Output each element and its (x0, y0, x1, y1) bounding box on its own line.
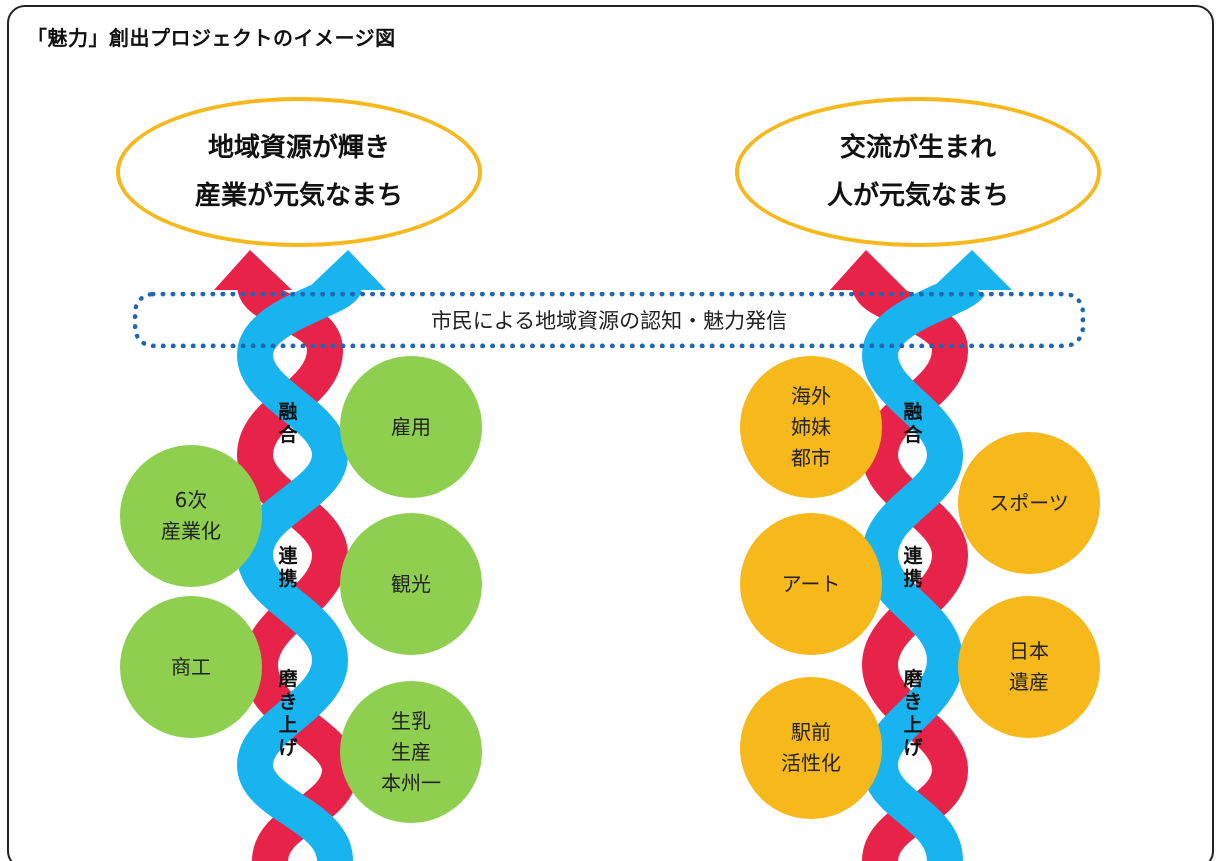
left-ribbons (214, 250, 386, 861)
stage-char: 合 (278, 424, 298, 446)
circle-label: 姉妹 (791, 414, 831, 439)
right-goal-ellipse: 交流が生まれ 人が元気なまち (735, 97, 1101, 247)
circle-label: アート (781, 571, 841, 596)
stage-char: 磨 (278, 668, 298, 690)
banner-text: 市民による地域資源の認知・魅力発信 (430, 309, 788, 333)
stage-char: 携 (903, 568, 923, 590)
circle-label: 6次 (174, 488, 208, 512)
right-stage-refinement: 磨 き 上 げ (901, 668, 925, 760)
stage-char: 磨 (903, 668, 923, 690)
diagram-title: 「魅力」創出プロジェクトのイメージ図 (27, 26, 396, 50)
left-goal-line1: 地域資源が輝き (207, 133, 390, 163)
circle-label: 生乳 (391, 708, 431, 733)
left-goal-line2: 産業が元気なまち (194, 181, 403, 211)
right-circle-japan-heritage: 日本 遺産 (958, 596, 1100, 738)
right-blue-ribbon (861, 272, 985, 861)
stage-char: 連 (903, 545, 923, 567)
circle-label: 商工 (171, 654, 211, 679)
stage-char: げ (278, 737, 298, 759)
circle-label: 活性化 (781, 751, 841, 775)
stage-char: 融 (278, 401, 298, 423)
right-blue-arrowhead (930, 250, 1012, 290)
right-circle-art: アート (740, 513, 882, 655)
left-red-arrowhead (214, 250, 292, 290)
circle-label: 産業化 (161, 519, 221, 543)
left-stage-fusion: 融 合 (276, 401, 300, 447)
stage-char: 合 (903, 424, 923, 446)
left-stage-refinement: 磨 き 上 げ (276, 668, 300, 760)
right-circle-sports: スポーツ (958, 432, 1100, 574)
stage-char: げ (903, 737, 923, 759)
stage-char: 連 (278, 545, 298, 567)
left-goal-ellipse: 地域資源が輝き 産業が元気なまち (116, 97, 482, 247)
right-goal-line1: 交流が生まれ (839, 133, 996, 163)
stage-char: き (903, 691, 923, 713)
right-stage-fusion: 融 合 (901, 401, 925, 447)
circle-label: 本州一 (381, 770, 441, 795)
left-circle-commerce: 商工 (120, 596, 262, 738)
circle-label: 海外 (791, 383, 831, 408)
awareness-banner: 市民による地域資源の認知・魅力発信 (133, 292, 1085, 348)
right-ribbons (830, 250, 1012, 861)
left-red-ribbon (236, 280, 359, 861)
stage-char: 携 (278, 568, 298, 590)
circle-label: 日本 (1009, 639, 1049, 663)
left-circle-raw-milk: 生乳 生産 本州一 (340, 681, 482, 823)
circle-label: 雇用 (391, 414, 431, 439)
circle-label: 生産 (391, 739, 431, 764)
right-stage-cooperation: 連 携 (901, 545, 925, 591)
stage-char: 融 (903, 401, 923, 423)
diagram-frame (7, 5, 1214, 861)
left-circle-6th-industry: 6次 産業化 (120, 445, 262, 587)
stage-char: 上 (903, 714, 923, 736)
right-circle-sister-cities: 海外 姉妹 都市 (740, 356, 882, 498)
circle-label: 観光 (391, 571, 431, 596)
stage-char: き (278, 691, 298, 713)
stage-char: 上 (278, 714, 298, 736)
left-blue-arrowhead (306, 250, 386, 290)
right-red-ribbon (852, 277, 969, 861)
right-goal-line2: 人が元気なまち (826, 181, 1009, 211)
right-circle-station-revitalization: 駅前 活性化 (740, 677, 882, 819)
circle-label: スポーツ (989, 490, 1069, 515)
right-red-arrowhead (830, 250, 906, 290)
circle-label: 遺産 (1009, 670, 1049, 694)
left-circle-employment: 雇用 (340, 356, 482, 498)
left-stage-cooperation: 連 携 (276, 545, 300, 591)
circle-label: 駅前 (791, 720, 831, 744)
circle-label: 都市 (791, 445, 831, 470)
left-blue-ribbon (236, 273, 363, 861)
left-circle-tourism: 観光 (340, 513, 482, 655)
